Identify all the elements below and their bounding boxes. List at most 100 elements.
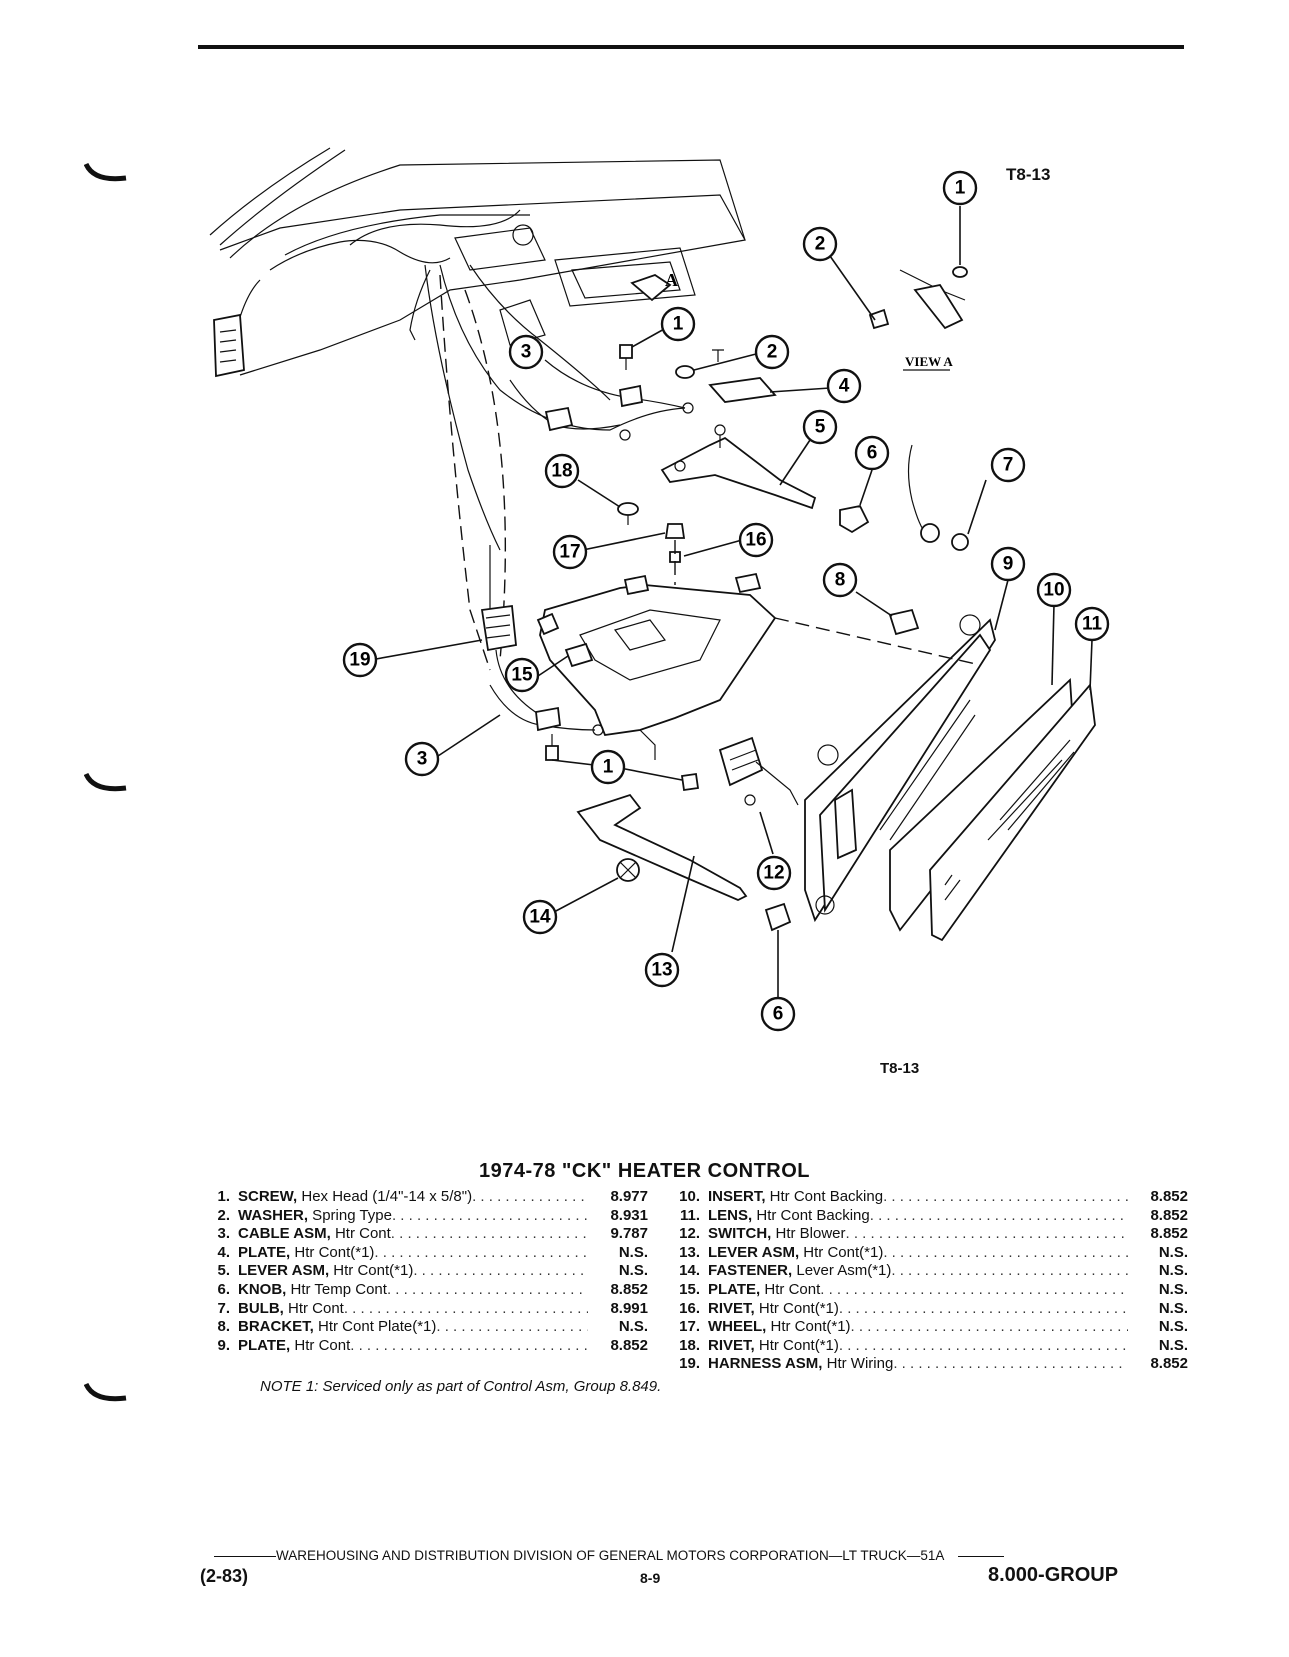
part-number: 4. [217, 1243, 230, 1261]
leader-dots: . . . . . . . . . . . . . . . . . . . . … [869, 1206, 1128, 1224]
part-number: 14. [679, 1262, 700, 1280]
leader-dots: . . . . . . . . . . . . . . . . . . . . … [891, 1262, 1128, 1280]
binder-mark [84, 162, 127, 182]
callout-1c: 1 [590, 749, 626, 785]
svg-text:1: 1 [955, 178, 966, 199]
part-description: RIVET, Htr Cont(*1) [708, 1299, 839, 1317]
part-group: 8.852 [1150, 1188, 1188, 1205]
svg-text:6: 6 [867, 443, 878, 464]
svg-text:2: 2 [767, 342, 778, 363]
part-group: 8.852 [610, 1280, 648, 1298]
leader-dots: . . . . . . . . . . . . . . . . . . . . … [838, 1336, 1128, 1354]
callout-15: 15 [504, 657, 540, 693]
parts-list-row: 2.WASHER, Spring Type . . . . . . . . . … [198, 1207, 648, 1226]
part-group: N.S. [618, 1243, 648, 1261]
leader-dots: . . . . . . . . . . . . . . . . . . . . … [390, 1225, 588, 1243]
part-number: 12. [679, 1225, 700, 1243]
part-description: CABLE ASM, Htr Cont [238, 1225, 391, 1243]
part-group: N.S. [1158, 1336, 1188, 1354]
parts-list-row: 15.PLATE, Htr Cont . . . . . . . . . . .… [668, 1281, 1188, 1300]
part-number: 3. [217, 1225, 230, 1243]
part-number: 8. [217, 1318, 230, 1336]
parts-list-row: 6.KNOB, Htr Temp Cont . . . . . . . . . … [198, 1281, 648, 1300]
parts-list-row: 13. LEVER ASM, Htr Cont(*1) . . . . . . .… [668, 1244, 1188, 1263]
parts-list-row: 3. CABLE ASM, Htr Cont . . . . . . . . . … [198, 1225, 648, 1244]
svg-text:9: 9 [1003, 554, 1014, 575]
svg-text:13: 13 [651, 960, 672, 981]
detail-letter-a: A [665, 270, 678, 290]
part-description: SWITCH, Htr Blower [708, 1225, 846, 1243]
svg-text:18: 18 [551, 461, 572, 482]
svg-text:5: 5 [815, 417, 826, 438]
callout-2a: 1 [942, 170, 978, 206]
figure-code-bottom: T8-13 [880, 1060, 920, 1077]
part-description: SCREW, Hex Head (1/4"-14 x 5/8") [238, 1188, 473, 1205]
svg-text:4: 4 [839, 376, 850, 397]
callout-4: 4 [826, 368, 862, 404]
leader-dots: . . . . . . . . . . . . . . . . . . . . … [845, 1225, 1128, 1243]
callout-3b: 3 [404, 741, 440, 777]
leader-dots: . . . . . . . . . . . . . . . . . . . . … [343, 1299, 588, 1317]
part-number: 9. [217, 1336, 230, 1354]
svg-text:8: 8 [835, 570, 846, 591]
leader-dots: . . . . . . . . . . . . . . . . . . . . … [413, 1262, 588, 1280]
part-description: BULB, Htr Cont [238, 1299, 344, 1317]
figure-code-top: T8-13 [1006, 165, 1051, 184]
part-description: HARNESS ASM, Htr Wiring [708, 1355, 894, 1373]
leader-dots: . . . . . . . . . . . . . . . . . . . . … [850, 1318, 1128, 1336]
callout-9: 9 [990, 546, 1026, 582]
binder-mark [84, 772, 127, 792]
svg-text:3: 3 [521, 342, 532, 363]
part-number: 13. [679, 1243, 700, 1261]
parts-list-row: 5.LEVER ASM, Htr Cont(*1) . . . . . . . … [198, 1262, 648, 1281]
parts-list-left: 1.SCREW, Hex Head (1/4"-14 x 5/8") . . .… [198, 1188, 648, 1355]
part-description: RIVET, Htr Cont(*1) [708, 1336, 839, 1354]
leader-dots: . . . . . . . . . . . . . . . . . . . . … [893, 1355, 1128, 1373]
part-group: N.S. [1158, 1280, 1188, 1298]
callout-17: 17 [552, 534, 588, 570]
part-description: PLATE, Htr Cont [238, 1336, 351, 1354]
svg-text:11: 11 [1082, 614, 1103, 635]
part-description: WHEEL, Htr Cont(*1) [708, 1318, 851, 1336]
part-description: LENS, Htr Cont Backing [708, 1206, 870, 1224]
part-group: 8.852 [1150, 1206, 1188, 1224]
part-group: N.S. [618, 1318, 648, 1336]
leader-dots: . . . . . . . . . . . . . . . . . . . . … [472, 1188, 588, 1205]
page-title: 1974-78 "CK" HEATER CONTROL [478, 1160, 811, 1182]
header-rule [198, 45, 1184, 49]
svg-text:2: 2 [815, 234, 826, 255]
callout-11: 11 [1074, 606, 1110, 642]
leader-dots: . . . . . . . . . . . . . . . . . . . . … [374, 1243, 588, 1261]
callout-10: 10 [1036, 572, 1072, 608]
parts-list-row: 12. SWITCH, Htr Blower . . . . . . . . . … [668, 1225, 1188, 1244]
callout-1a: 2 [802, 226, 838, 262]
leader-dots: . . . . . . . . . . . . . . . . . . . . … [883, 1243, 1128, 1261]
leader-dots: . . . . . . . . . . . . . . . . . . . . … [391, 1206, 588, 1224]
part-number: 19. [679, 1355, 700, 1373]
parts-list-row: 8.BRACKET, Htr Cont Plate(*1) . . . . . … [198, 1318, 648, 1337]
footer-page-number: 8-9 [640, 1570, 661, 1586]
part-group: N.S. [1158, 1318, 1188, 1336]
parts-list-row: 4.PLATE, Htr Cont(*1) . . . . . . . . . … [198, 1244, 648, 1263]
parts-list-row: 16.RIVET, Htr Cont(*1) . . . . . . . . .… [668, 1300, 1188, 1319]
svg-text:15: 15 [511, 665, 533, 686]
leader-dots: . . . . . . . . . . . . . . . . . . . . … [820, 1280, 1128, 1298]
callout-19: 19 [342, 642, 378, 678]
part-group: 9.787 [610, 1225, 648, 1243]
part-group: N.S. [1158, 1243, 1188, 1261]
part-description: LEVER ASM, Htr Cont(*1) [708, 1243, 884, 1261]
svg-text:1: 1 [603, 757, 614, 778]
callout-12: 12 [756, 855, 792, 891]
part-description: PLATE, Htr Cont [708, 1280, 821, 1298]
part-group: N.S. [1158, 1299, 1188, 1317]
part-description: LEVER ASM, Htr Cont(*1) [238, 1262, 414, 1280]
part-group: 8.977 [610, 1188, 648, 1205]
callout-16: 16 [738, 522, 774, 558]
part-description: WASHER, Spring Type [238, 1206, 392, 1224]
part-description: INSERT, Htr Cont Backing [708, 1188, 884, 1205]
part-number: 11. [679, 1206, 700, 1224]
parts-list-row: 1.SCREW, Hex Head (1/4"-14 x 5/8") . . .… [198, 1188, 648, 1207]
parts-list-row: 9.PLATE, Htr Cont . . . . . . . . . . . … [198, 1337, 648, 1356]
callout-1b: 1 [660, 306, 696, 342]
svg-text:17: 17 [559, 542, 580, 563]
